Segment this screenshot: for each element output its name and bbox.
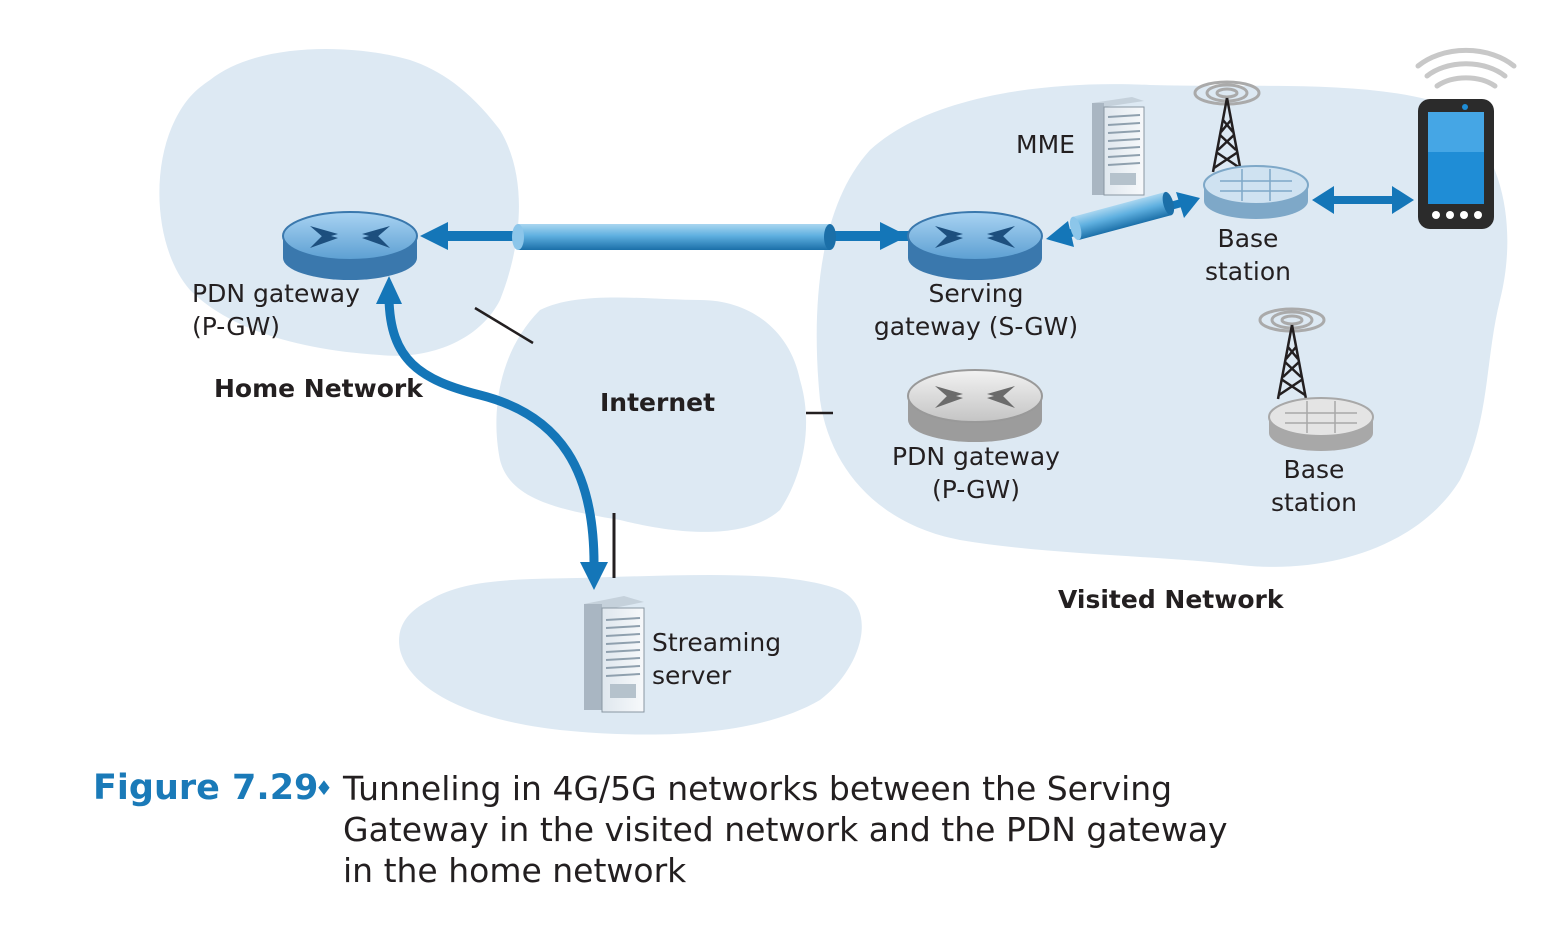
visited-pgw-label-line1: PDN gateway xyxy=(892,442,1060,471)
tunnel-pipe-icon xyxy=(420,222,910,250)
cell-tower-icon xyxy=(1258,307,1326,400)
visited-pgw-label: PDN gateway (P-GW) xyxy=(876,440,1076,506)
figure-number: Figure 7.29 xyxy=(93,768,319,808)
cell-tower-icon xyxy=(1193,80,1261,173)
base-station-icon xyxy=(1268,397,1374,451)
router-icon xyxy=(907,211,1043,280)
home-network-label: Home Network xyxy=(214,374,423,403)
wireless-link-arrow xyxy=(1312,186,1414,214)
router-icon xyxy=(282,211,418,280)
access-tunnel-pipe-icon xyxy=(1046,191,1200,247)
router-icon xyxy=(907,369,1043,442)
caption-text: Tunneling in 4G/5G networks between the … xyxy=(343,769,1228,890)
mme-label: MME xyxy=(1016,130,1075,159)
base-station-1-label: Base station xyxy=(1188,222,1308,288)
base-station-2-label: Base station xyxy=(1254,453,1374,519)
home-internet-link xyxy=(474,306,534,345)
data-path-arrow xyxy=(384,297,599,569)
visited-pgw-label-line2: (P-GW) xyxy=(931,475,1021,504)
base-station-2-label-line1: Base xyxy=(1283,455,1345,484)
network-diagram xyxy=(159,47,1517,735)
home-network-cloud xyxy=(159,48,519,356)
base-station-1-label-line1: Base xyxy=(1217,224,1279,253)
streaming-server-label-line2: server xyxy=(652,661,732,690)
streaming-server-label-line1: Streaming xyxy=(652,628,782,657)
streaming-server-label: Streaming server xyxy=(652,626,781,692)
base-station-1-label-line2: station xyxy=(1204,257,1292,286)
server-icon xyxy=(1092,97,1145,196)
home-pgw-label: PDN gateway (P-GW) xyxy=(192,277,360,343)
sgw-label-line1: Serving xyxy=(928,279,1024,308)
home-pgw-label-line1: PDN gateway xyxy=(192,279,360,308)
visited-network-label: Visited Network xyxy=(1058,585,1284,614)
base-station-2-label-line2: station xyxy=(1270,488,1358,517)
home-pgw-label-line2: (P-GW) xyxy=(192,312,281,341)
wireless-signal-icon xyxy=(1415,47,1517,89)
smartphone-icon xyxy=(1418,99,1494,229)
internet-label: Internet xyxy=(600,388,716,417)
base-station-icon xyxy=(1203,165,1309,219)
sgw-label: Serving gateway (S-GW) xyxy=(866,277,1086,343)
server-icon xyxy=(584,596,645,713)
sgw-label-line2: gateway (S-GW) xyxy=(873,312,1079,341)
caption-bullet-icon: ♦ xyxy=(315,776,333,800)
